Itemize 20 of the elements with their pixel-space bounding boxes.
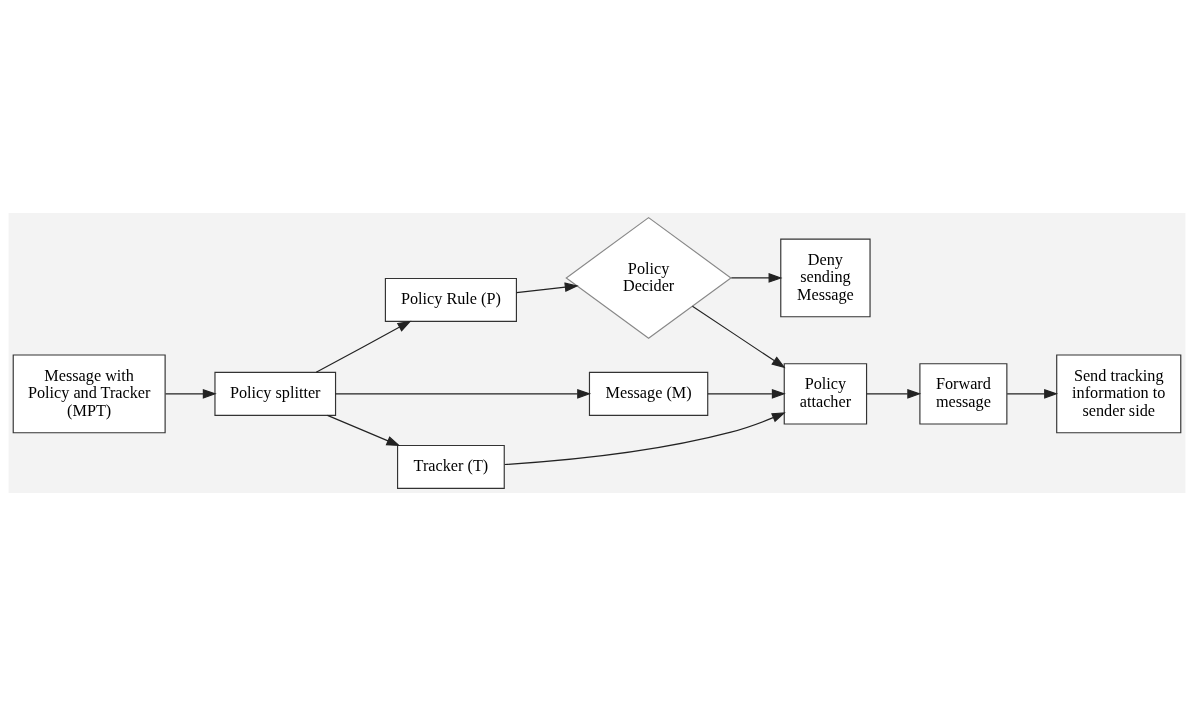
node-box: Policy Rule (P) [384,277,517,322]
arrow [315,320,412,373]
node-box: Tracker (T) [397,444,505,489]
node-box: Send tracking information to sender side [1056,354,1182,434]
arrow [335,389,592,399]
arrow [1006,389,1059,399]
arrow [691,305,786,369]
arrow [326,414,401,447]
arrow [707,389,786,399]
node-box: Policy attacher [783,363,868,425]
node-box: Forward message [919,363,1008,425]
node-box: Message (M) [588,371,709,416]
node-box: Deny sending Message [780,238,871,318]
arrow [504,412,786,466]
arrow [866,389,922,399]
arrow [730,273,783,283]
arrow [516,282,579,294]
arrow [165,389,217,399]
node-box: Message with Policy and Tracker (MPT) [12,354,166,434]
node-box: Policy splitter [214,371,337,416]
